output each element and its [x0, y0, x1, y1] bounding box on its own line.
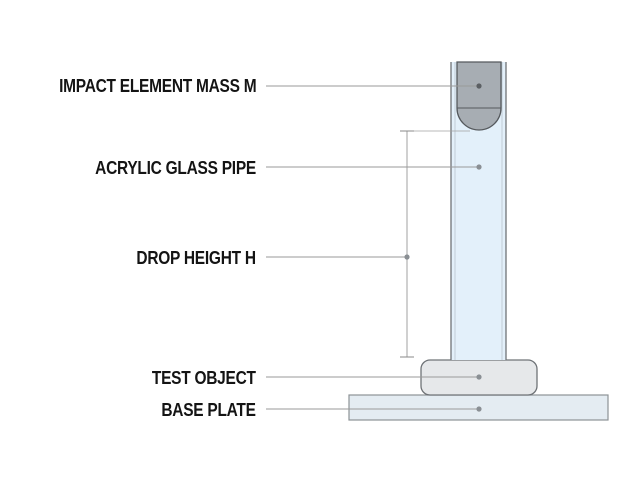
label-test-object: TEST OBJECT: [152, 368, 256, 388]
label-drop-height: DROP HEIGHT H: [136, 248, 257, 268]
dot-drop-height: [404, 254, 410, 260]
label-base-plate: BASE PLATE: [161, 400, 257, 420]
label-impact-element-mass: IMPACT ELEMENT MASS M: [58, 76, 257, 96]
dot-base-plate: [476, 406, 482, 412]
dot-acrylic-pipe: [476, 164, 482, 170]
impact-mass-shape: [456, 61, 502, 131]
dot-impact-element: [476, 83, 482, 89]
label-acrylic-glass-pipe: ACRYLIC GLASS PIPE: [95, 158, 256, 178]
dot-test-object: [476, 374, 482, 380]
